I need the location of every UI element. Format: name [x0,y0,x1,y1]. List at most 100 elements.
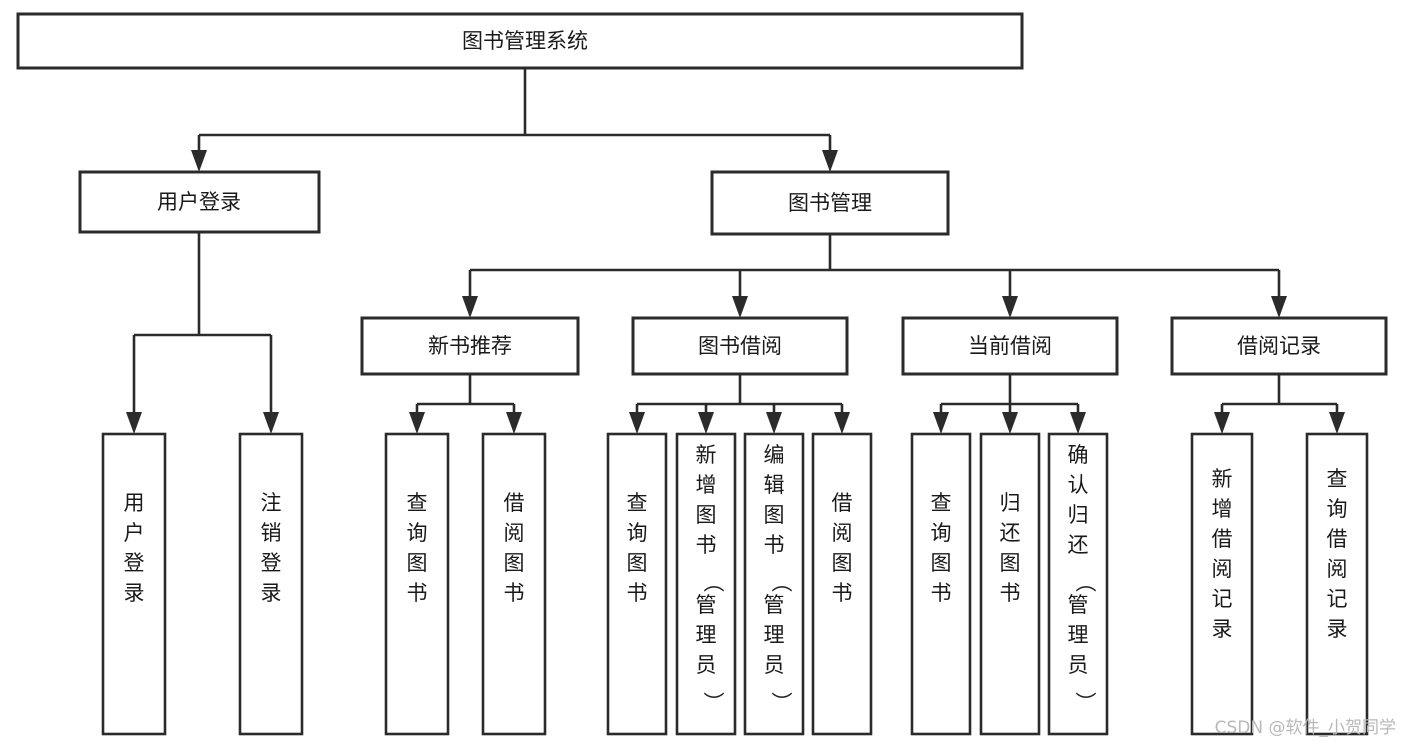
node-book-borrow-box[interactable] [631,316,849,376]
leaf-label-char: ） [1073,692,1097,713]
node-borrow-record[interactable]: 借阅记录 [1170,316,1388,376]
node-root-system[interactable]: 图书管理系统 [16,12,1024,70]
node-book-management-box[interactable] [710,170,950,236]
leaf-box[interactable] [979,432,1041,736]
leaf-label-char: 理 [696,623,717,647]
leaf-label-char: 阅 [1212,557,1233,581]
leaf-label-char: 借 [832,491,853,515]
leaf-label-char: 书 [407,581,428,605]
node-user-login[interactable]: 用户登录 [78,170,321,234]
leaf-label-char: 图 [696,503,717,527]
leaf-label-char: 归 [1068,503,1089,527]
arrow-head-br-leaf2 [1329,412,1345,434]
leaf-label-char: 确 [1068,443,1089,467]
leaf-box[interactable] [811,432,873,736]
leaf-box[interactable] [1047,432,1109,736]
arrow-head-cb-leaf3 [1070,412,1086,434]
leaf-label-char: 归 [1000,491,1021,515]
leaf-label-char: 注 [261,491,282,515]
arrow-head-new-book [462,296,478,318]
leaf-label-char: 询 [931,521,952,545]
arrow-head-user-login [191,150,207,172]
leaf-label-char: 图 [627,551,648,575]
leaf-label-char: （ [769,572,793,593]
leaf-label-char: 录 [261,581,282,605]
node-new-book-recommend-box[interactable] [360,316,580,376]
node-current-borrow-label: 当前借阅 [968,334,1052,358]
leaf-label-char: 登 [261,551,282,575]
node-borrow-record-box[interactable] [1170,316,1388,376]
node-book-borrow-label: 图书借阅 [698,334,782,358]
leaf-label-char: ） [769,692,793,713]
node-root-box[interactable] [16,12,1024,70]
leaf-user-login-login[interactable]: 用户登录 [101,432,167,736]
leaf-label-char: 登 [124,551,145,575]
node-new-book-recommend[interactable]: 新书推荐 [360,316,580,376]
leaf-label-char: 图 [832,551,853,575]
leaf-label-char: 录 [1212,617,1233,641]
arrow-head-ul-leaf1 [126,412,142,434]
leaf-label-char: 销 [261,521,282,545]
leaf-label-char: 查 [627,491,648,515]
node-current-borrow-box[interactable] [901,316,1119,376]
node-root-label: 图书管理系统 [462,29,588,53]
leaf-label-char: ） [701,692,725,713]
node-book-management-label: 图书管理 [788,191,872,215]
leaf-label-char: 询 [627,521,648,545]
arrow-head-nb-leaf2 [506,412,522,434]
leaf-box[interactable] [481,432,547,736]
node-current-borrow[interactable]: 当前借阅 [901,316,1119,376]
leaf-box[interactable] [675,432,737,736]
leaf-label-char: （ [1073,572,1097,593]
leaf-label-char: 管 [764,593,785,617]
leaf-box[interactable] [1305,432,1369,736]
leaf-box[interactable] [743,432,805,736]
leaf-label-char: 编 [764,443,785,467]
leaf-label-char: 查 [1327,467,1348,491]
leaf-label-char: 图 [504,551,525,575]
leaf-label-char: 询 [407,521,428,545]
leaf-box[interactable] [238,432,304,736]
leaf-box[interactable] [384,432,450,736]
node-user-login-box[interactable] [78,170,321,234]
arrow-head-borrow-record [1271,296,1287,318]
leaf-box[interactable] [606,432,668,736]
arrow-head-cb-leaf1 [933,412,949,434]
node-book-management[interactable]: 图书管理 [710,170,950,236]
leaf-label-char: 理 [1068,623,1089,647]
node-book-borrow[interactable]: 图书借阅 [631,316,849,376]
leaf-label-char: 认 [1068,473,1089,497]
node-borrow-record-label: 借阅记录 [1237,334,1321,358]
leaf-box[interactable] [910,432,972,736]
leaf-label-char: 新 [696,443,717,467]
leaf-box[interactable] [1190,432,1254,736]
leaf-box[interactable] [101,432,167,736]
connector-layer [126,68,1345,434]
arrow-head-bb-leaf1 [629,412,645,434]
leaf-label-char: 记 [1212,587,1233,611]
leaf-label-char: 理 [764,623,785,647]
leaf-label-char: 增 [696,473,717,497]
leaf-label-char: 增 [1212,497,1233,521]
